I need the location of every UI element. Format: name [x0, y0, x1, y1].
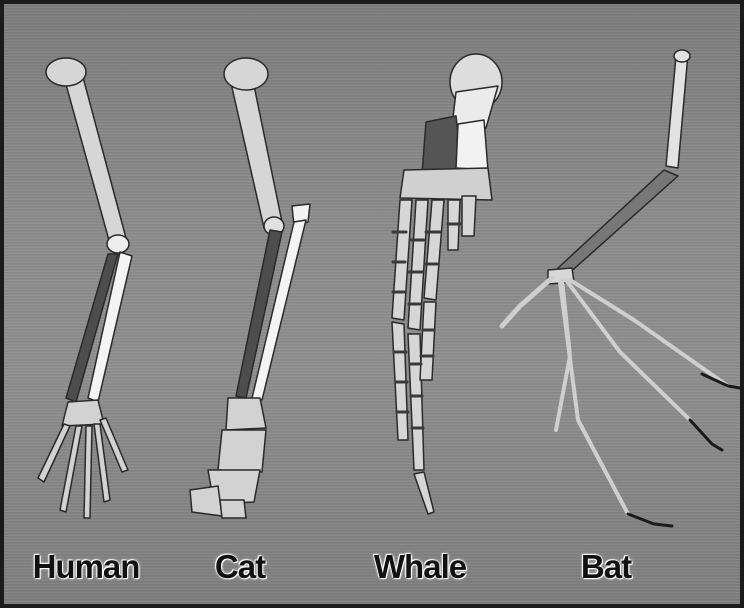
label-whale: Whale [340, 548, 500, 586]
label-bat: Bat [526, 548, 686, 586]
label-human: Human [6, 548, 166, 586]
bat-thumb [502, 278, 552, 326]
cat-limb [190, 58, 310, 518]
human-hand [38, 400, 128, 518]
bat-forearm [558, 170, 678, 276]
whale-limb [392, 54, 502, 514]
cat-paw [190, 398, 266, 518]
human-limb [38, 58, 132, 518]
whale-digit-5 [462, 196, 476, 236]
label-cat: Cat [160, 548, 320, 586]
bat-fingers [556, 280, 740, 526]
human-elbow [107, 235, 129, 253]
human-humerus [62, 66, 126, 244]
human-humerus-head [46, 58, 86, 86]
cat-humerus [228, 66, 282, 228]
bat-humerus [666, 54, 688, 168]
whale-radius [456, 120, 488, 170]
bat-limb [502, 50, 740, 526]
bat-humerus-head [674, 50, 690, 62]
cat-humerus-head [224, 58, 268, 90]
whale-carpals [400, 168, 492, 200]
